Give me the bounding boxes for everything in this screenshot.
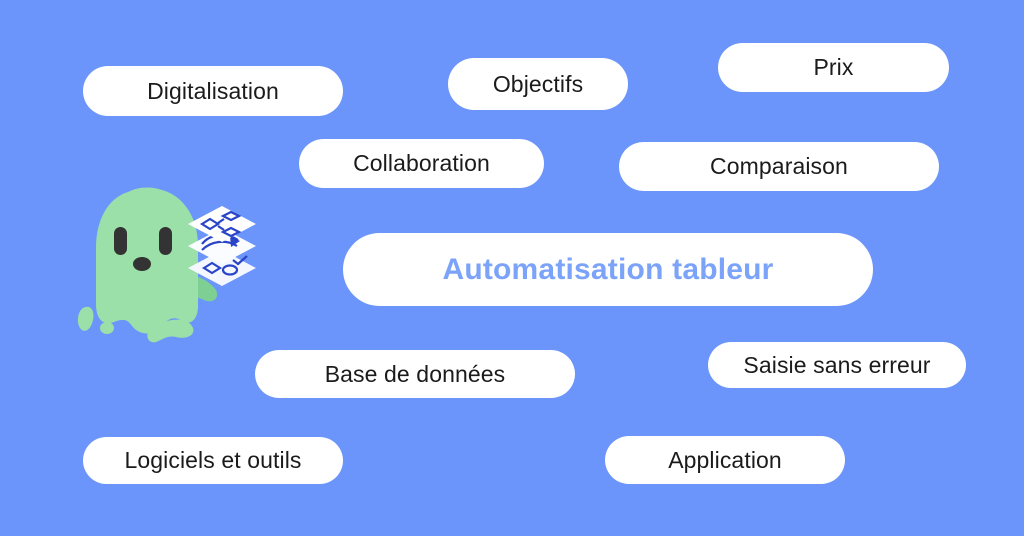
topic-pill-label: Logiciels et outils [124, 447, 302, 473]
topic-pill-saisie-sans-erreur[interactable]: Saisie sans erreur [708, 342, 966, 388]
topic-pill-label: Prix [813, 54, 854, 80]
center-topic-label: Automatisation tableur [442, 252, 774, 286]
topic-pill-digitalisation[interactable]: Digitalisation [83, 66, 343, 116]
ghost-mascot [70, 180, 270, 360]
topic-pill-label: Collaboration [353, 150, 490, 176]
topic-pill-application[interactable]: Application [605, 436, 845, 484]
mascot-nose [133, 257, 151, 271]
topic-pill-base-de-donnees[interactable]: Base de données [255, 350, 575, 398]
mascot-foot-right [147, 319, 194, 343]
shapes-checkmark-icon [201, 255, 248, 276]
card-shapes-checkmark [188, 250, 256, 286]
topic-pill-label: Application [668, 446, 782, 473]
connected-nodes-icon [199, 210, 242, 238]
topic-pill-collaboration[interactable]: Collaboration [299, 139, 544, 188]
mascot-left-eye [114, 227, 127, 255]
topic-pill-comparaison[interactable]: Comparaison [619, 142, 939, 191]
center-topic-pill[interactable]: Automatisation tableur [343, 233, 873, 306]
topic-pill-label: Base de données [324, 360, 506, 387]
topic-pill-logiciels-et-outils[interactable]: Logiciels et outils [83, 437, 343, 484]
topic-pill-objectifs[interactable]: Objectifs [448, 58, 628, 110]
mascot-droplet-left [77, 306, 94, 331]
topic-pill-label: Comparaison [710, 153, 848, 179]
mascot-droplet-small [100, 322, 114, 334]
card-connected-nodes [188, 206, 256, 242]
topic-pill-label: Saisie sans erreur [743, 351, 931, 378]
mascot-right-eye [159, 227, 172, 255]
card-curved-arrow [188, 228, 256, 264]
topic-pill-label: Objectifs [492, 70, 584, 97]
topic-pill-prix[interactable]: Prix [718, 43, 949, 92]
topic-pill-label: Digitalisation [147, 77, 279, 104]
